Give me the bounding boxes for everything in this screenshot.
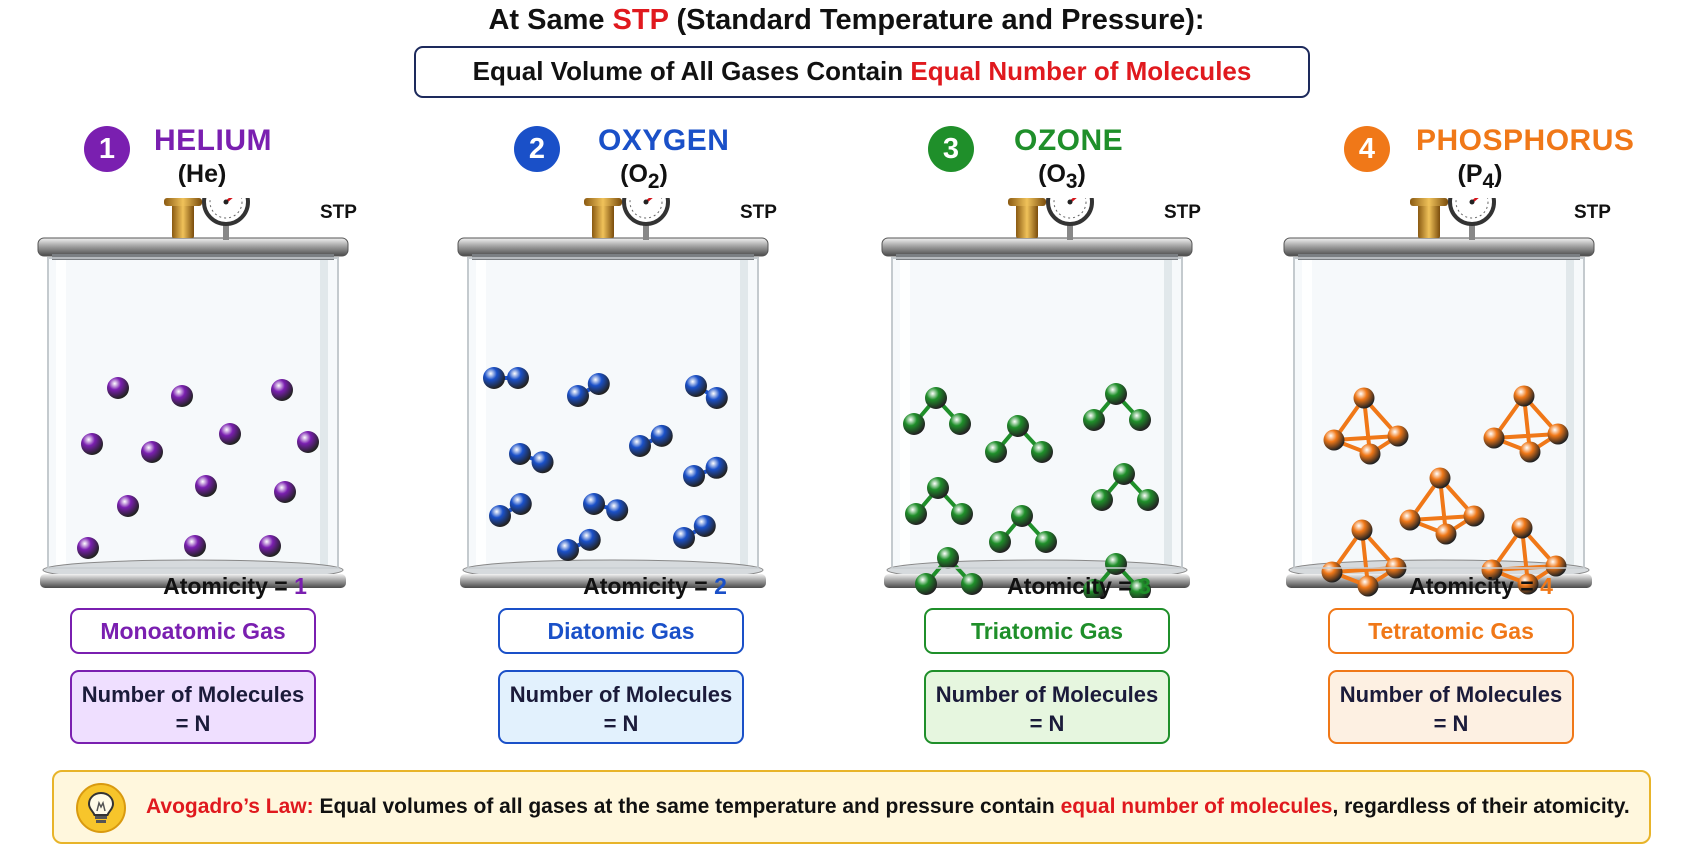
avogadro-law-box: Avogadro’s Law: Equal volumes of all gas… bbox=[52, 770, 1651, 844]
jar-glass bbox=[47, 257, 339, 569]
atomicity-label: Atomicity = 4 bbox=[1409, 573, 1553, 599]
subtitle-text: Equal Volume of All Gases Contain bbox=[472, 56, 911, 86]
jar-lid bbox=[457, 237, 769, 257]
ozone-molecule-icon bbox=[903, 383, 1159, 598]
gas-formula: (O3) bbox=[1038, 160, 1086, 193]
gas-formula: (P4) bbox=[1457, 160, 1503, 193]
jar-base bbox=[884, 574, 1190, 588]
valve-icon bbox=[1418, 202, 1440, 238]
atomicity-label: Atomicity = 2 bbox=[583, 573, 727, 599]
valve-icon bbox=[172, 202, 194, 238]
atomicity-value: 4 bbox=[1540, 573, 1553, 599]
gas-header: 1 HELIUM (He) bbox=[30, 118, 440, 198]
jar-illustration bbox=[1283, 198, 1595, 597]
atomicity-label: Atomicity = 3 bbox=[1007, 573, 1151, 599]
gas-panel-oxygen: 2 OXYGEN (O2) STP Atomicity = 2 Diatomic… bbox=[450, 118, 860, 758]
gas-formula: (O2) bbox=[620, 160, 668, 193]
molecule-count-box: Number of Molecules = N bbox=[924, 670, 1170, 744]
law-highlight: equal number of molecules bbox=[1060, 795, 1333, 818]
main-title: At Same STP (Standard Temperature and Pr… bbox=[0, 4, 1693, 37]
title-stp-highlight: STP bbox=[612, 4, 669, 36]
stp-label: STP bbox=[320, 202, 357, 223]
jar-lid bbox=[1283, 237, 1595, 257]
gas-panel-phosphorus: 4 PHOSPHORUS (P4) STP Atomicity = 4 Tetr… bbox=[1276, 118, 1686, 758]
atomicity-label: Atomicity = 1 bbox=[163, 573, 307, 599]
stp-label: STP bbox=[740, 202, 777, 223]
molecule-count-box: Number of Molecules = N bbox=[1328, 670, 1574, 744]
jar-lid bbox=[37, 237, 349, 257]
number-badge: 1 bbox=[84, 126, 130, 172]
atomicity-value: 1 bbox=[294, 573, 307, 599]
molecule-count-box: Number of Molecules = N bbox=[498, 670, 744, 744]
gas-jar bbox=[1276, 198, 1686, 598]
pressure-gauge-icon bbox=[1448, 198, 1496, 226]
law-label: Avogadro’s Law: bbox=[146, 795, 314, 818]
valve-icon bbox=[1016, 202, 1038, 238]
gas-header: 3 OZONE (O3) bbox=[874, 118, 1284, 198]
molecule-count-box: Number of Molecules = N bbox=[70, 670, 316, 744]
gas-type-box: Monoatomic Gas bbox=[70, 608, 316, 654]
atomicity-value: 2 bbox=[714, 573, 727, 599]
lightbulb-icon bbox=[76, 783, 126, 833]
pressure-gauge-icon bbox=[1046, 198, 1094, 226]
atomicity-value: 3 bbox=[1138, 573, 1151, 599]
gas-header: 4 PHOSPHORUS (P4) bbox=[1276, 118, 1686, 198]
stp-label: STP bbox=[1574, 202, 1611, 223]
jar-base bbox=[460, 574, 766, 588]
jar-illustration bbox=[37, 198, 349, 588]
subtitle-highlight: Equal Number of Molecules bbox=[910, 56, 1252, 86]
pressure-gauge-icon bbox=[202, 198, 250, 226]
jar-base bbox=[40, 574, 346, 588]
stp-label: STP bbox=[1164, 202, 1201, 223]
gas-jar bbox=[30, 198, 440, 598]
gas-type-box: Diatomic Gas bbox=[498, 608, 744, 654]
gas-formula: (He) bbox=[177, 160, 227, 188]
phosphorus-molecule-icon bbox=[1321, 385, 1569, 597]
gas-type-box: Tetratomic Gas bbox=[1328, 608, 1574, 654]
gas-header: 2 OXYGEN (O2) bbox=[450, 118, 860, 198]
gas-panel-helium: 1 HELIUM (He) STP Atomicity = 1 Monoatom… bbox=[30, 118, 440, 758]
subtitle-box: Equal Volume of All Gases Contain Equal … bbox=[414, 46, 1310, 98]
jar-lid bbox=[881, 237, 1193, 257]
helium-atom-icon bbox=[77, 377, 319, 559]
gas-name: OZONE bbox=[1014, 124, 1124, 157]
gas-type-box: Triatomic Gas bbox=[924, 608, 1170, 654]
number-badge: 3 bbox=[928, 126, 974, 172]
number-badge: 4 bbox=[1344, 126, 1390, 172]
pressure-gauge-icon bbox=[622, 198, 670, 226]
gas-jar bbox=[874, 198, 1284, 598]
gas-panel-ozone: 3 OZONE (O3) STP Atomicity = 3 Triatomic… bbox=[874, 118, 1284, 758]
valve-icon bbox=[592, 202, 614, 238]
title-text-rest: (Standard Temperature and Pressure): bbox=[668, 4, 1205, 36]
gas-name: HELIUM bbox=[154, 124, 272, 157]
jar-illustration bbox=[881, 198, 1193, 598]
oxygen-molecule-icon bbox=[483, 367, 728, 561]
law-statement: Avogadro’s Law: Equal volumes of all gas… bbox=[146, 795, 1630, 818]
number-badge: 2 bbox=[514, 126, 560, 172]
title-text: At Same bbox=[488, 4, 613, 36]
gas-name: PHOSPHORUS bbox=[1416, 124, 1635, 157]
gas-jar bbox=[450, 198, 860, 598]
jar-illustration bbox=[457, 198, 769, 588]
gas-name: OXYGEN bbox=[598, 124, 730, 157]
